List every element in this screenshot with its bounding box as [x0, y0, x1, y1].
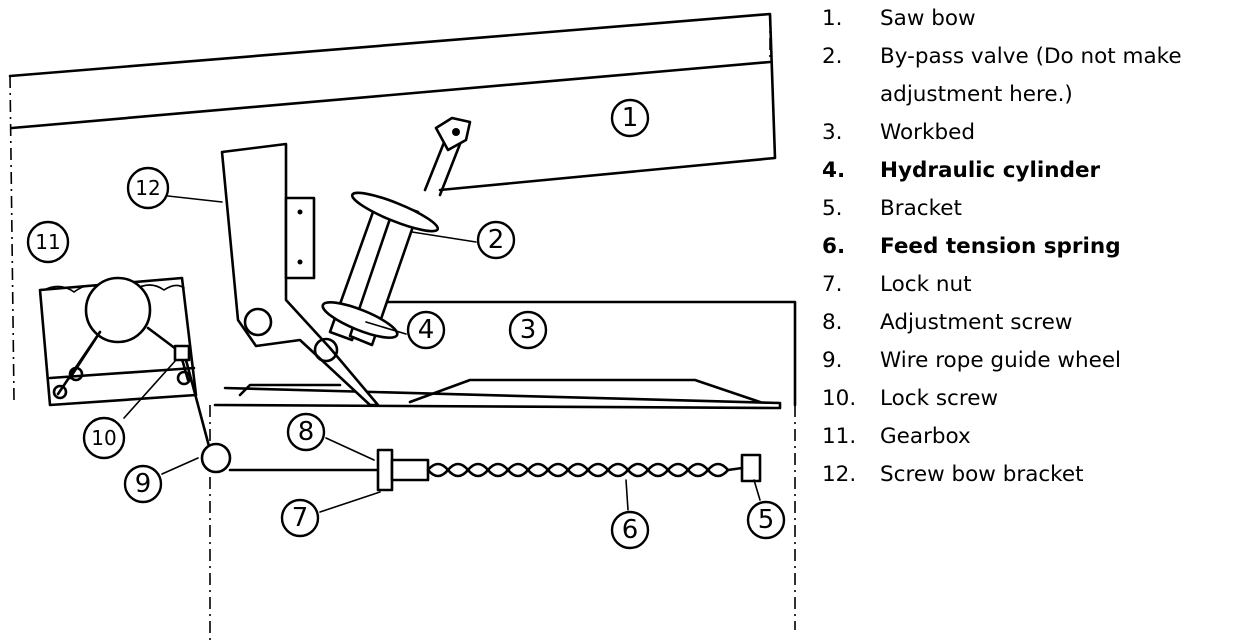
callout-10: 10 — [82, 416, 126, 460]
legend-number: 12. — [822, 462, 857, 487]
legend-item: 5. Bracket — [822, 190, 1242, 228]
legend-text: Bracket — [880, 196, 962, 221]
parts-diagram: 1 2 3 4 5 6 7 8 9 10 11 12 — [8, 12, 797, 640]
callout-3: 3 — [508, 310, 548, 350]
legend-text: Feed tension spring — [880, 234, 1121, 259]
legend-number: 9. — [822, 348, 843, 373]
legend-number: 2. — [822, 44, 843, 69]
callout-2: 2 — [476, 220, 516, 260]
legend-text: Screw bow bracket — [880, 462, 1084, 487]
legend-item: 12. Screw bow bracket — [822, 456, 1242, 494]
legend-number: 7. — [822, 272, 843, 297]
legend-item: 10. Lock screw — [822, 380, 1242, 418]
legend-item: 4. Hydraulic cylinder — [822, 152, 1242, 190]
legend-item: 9. Wire rope guide wheel — [822, 342, 1242, 380]
legend-number: 3. — [822, 120, 843, 145]
legend-number: 4. — [822, 158, 846, 183]
legend-item: 11. Gearbox — [822, 418, 1242, 456]
legend-text: Lock nut — [880, 272, 972, 297]
callout-7: 7 — [280, 498, 320, 538]
callout-6-label: 6 — [622, 515, 639, 545]
legend-text: Workbed — [880, 120, 975, 145]
callout-1: 1 — [610, 98, 650, 138]
legend-number: 8. — [822, 310, 843, 335]
legend-text: Saw bow — [880, 6, 976, 31]
parts-legend: 1. Saw bow 2. By-pass valve (Do not make a… — [822, 0, 1242, 494]
legend-number: 6. — [822, 234, 846, 259]
legend-number: 11. — [822, 424, 857, 449]
legend-text: Wire rope guide wheel — [880, 348, 1122, 373]
callout-4: 4 — [406, 310, 446, 350]
legend-text: Gearbox — [880, 424, 971, 449]
legend-item: 8. Adjustment screw — [822, 304, 1242, 342]
callout-7-label: 7 — [292, 503, 309, 533]
legend-number: 5. — [822, 196, 843, 221]
callout-5: 5 — [746, 500, 786, 540]
callout-12-label: 12 — [135, 176, 160, 200]
legend-text: Lock screw — [880, 386, 999, 411]
callout-6: 6 — [610, 510, 650, 550]
workbed — [209, 300, 797, 640]
callout-9-label: 9 — [135, 469, 152, 499]
callout-11-label: 11 — [35, 230, 60, 254]
legend-number: 1. — [822, 6, 843, 31]
callout-1-label: 1 — [622, 103, 639, 133]
legend-text: Adjustment screw — [880, 310, 1073, 335]
legend-item: 3. Workbed — [822, 114, 1242, 152]
callout-11: 11 — [26, 220, 70, 264]
callout-5-label: 5 — [758, 505, 775, 535]
saw-bow — [8, 12, 777, 401]
legend-number: 10. — [822, 386, 857, 411]
callout-8-label: 8 — [298, 417, 315, 447]
legend-text: By-pass valve (Do not make adjustment he… — [880, 44, 1182, 107]
callout-8: 8 — [286, 412, 326, 452]
legend-item: 6. Feed tension spring — [822, 228, 1242, 266]
callout-4-label: 4 — [418, 315, 435, 345]
callout-10-label: 10 — [91, 426, 116, 450]
callout-2-label: 2 — [488, 225, 505, 255]
legend-text: Hydraulic cylinder — [880, 158, 1101, 183]
legend-item: 1. Saw bow — [822, 0, 1242, 38]
legend-item: 2. By-pass valve (Do not make adjustment … — [822, 38, 1242, 114]
screw-bow-bracket — [220, 142, 380, 407]
spring-assembly — [184, 358, 762, 492]
leader-lines — [123, 195, 761, 513]
legend-item: 7. Lock nut — [822, 266, 1242, 304]
hydraulic-cylinder — [313, 116, 472, 363]
callout-12: 12 — [126, 166, 170, 210]
gearbox — [38, 276, 198, 407]
callout-9: 9 — [123, 464, 163, 504]
callout-3-label: 3 — [520, 315, 537, 345]
